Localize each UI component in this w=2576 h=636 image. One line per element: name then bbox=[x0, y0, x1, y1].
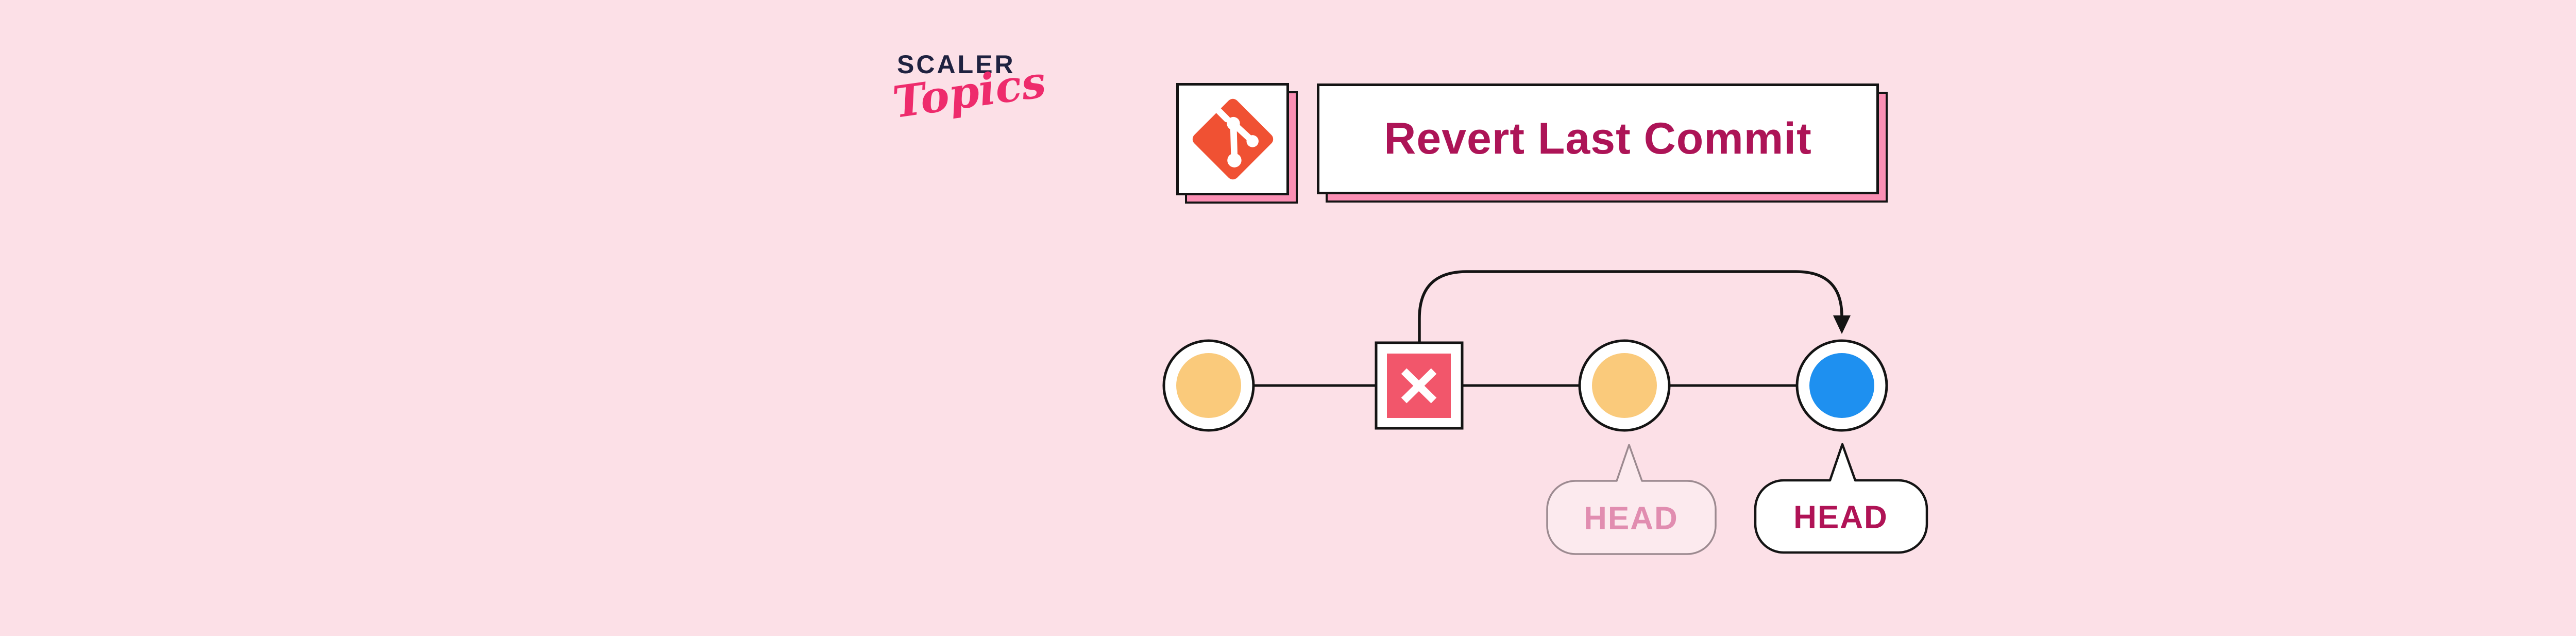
commit-node-prev-head bbox=[1578, 339, 1671, 432]
revert-arrow bbox=[1418, 270, 1843, 343]
git-node-bottom bbox=[1227, 153, 1242, 168]
head-new-label: HEAD bbox=[1793, 500, 1888, 535]
git-logo-tile bbox=[1176, 83, 1298, 204]
revert-arrowhead bbox=[1833, 315, 1851, 334]
scaler-wordmark: SCALER bbox=[897, 50, 1015, 79]
head-old-bubble-shape bbox=[1546, 444, 1717, 555]
commit-node-new-head bbox=[1795, 339, 1888, 432]
git-icon bbox=[1192, 98, 1273, 180]
commit-node-oldest bbox=[1162, 339, 1255, 432]
title-banner: Revert Last Commit bbox=[1317, 83, 1888, 203]
title-banner-face: Revert Last Commit bbox=[1317, 83, 1879, 194]
reverted-commit-box bbox=[1375, 341, 1464, 430]
git-node-right bbox=[1246, 135, 1259, 147]
git-node-top bbox=[1226, 116, 1240, 130]
page-title: Revert Last Commit bbox=[1384, 114, 1812, 163]
git-nodes bbox=[1226, 116, 1259, 168]
git-slash bbox=[1209, 102, 1230, 123]
x-icon bbox=[1401, 368, 1437, 404]
scaler-topics-logo: SCALER Topics bbox=[889, 49, 1054, 163]
x-icon-stroke-2 bbox=[1401, 368, 1437, 404]
commit-node-oldest-dot bbox=[1176, 353, 1241, 418]
head-old-bubble: HEAD bbox=[1546, 444, 1717, 555]
commit-node-new-dot bbox=[1809, 353, 1874, 418]
commit-node-prev-dot bbox=[1592, 353, 1657, 418]
head-new-bubble: HEAD bbox=[1754, 443, 1928, 554]
head-new-bubble-shape bbox=[1754, 443, 1928, 554]
git-logo-tile-face bbox=[1176, 83, 1289, 195]
head-old-label: HEAD bbox=[1584, 501, 1679, 537]
